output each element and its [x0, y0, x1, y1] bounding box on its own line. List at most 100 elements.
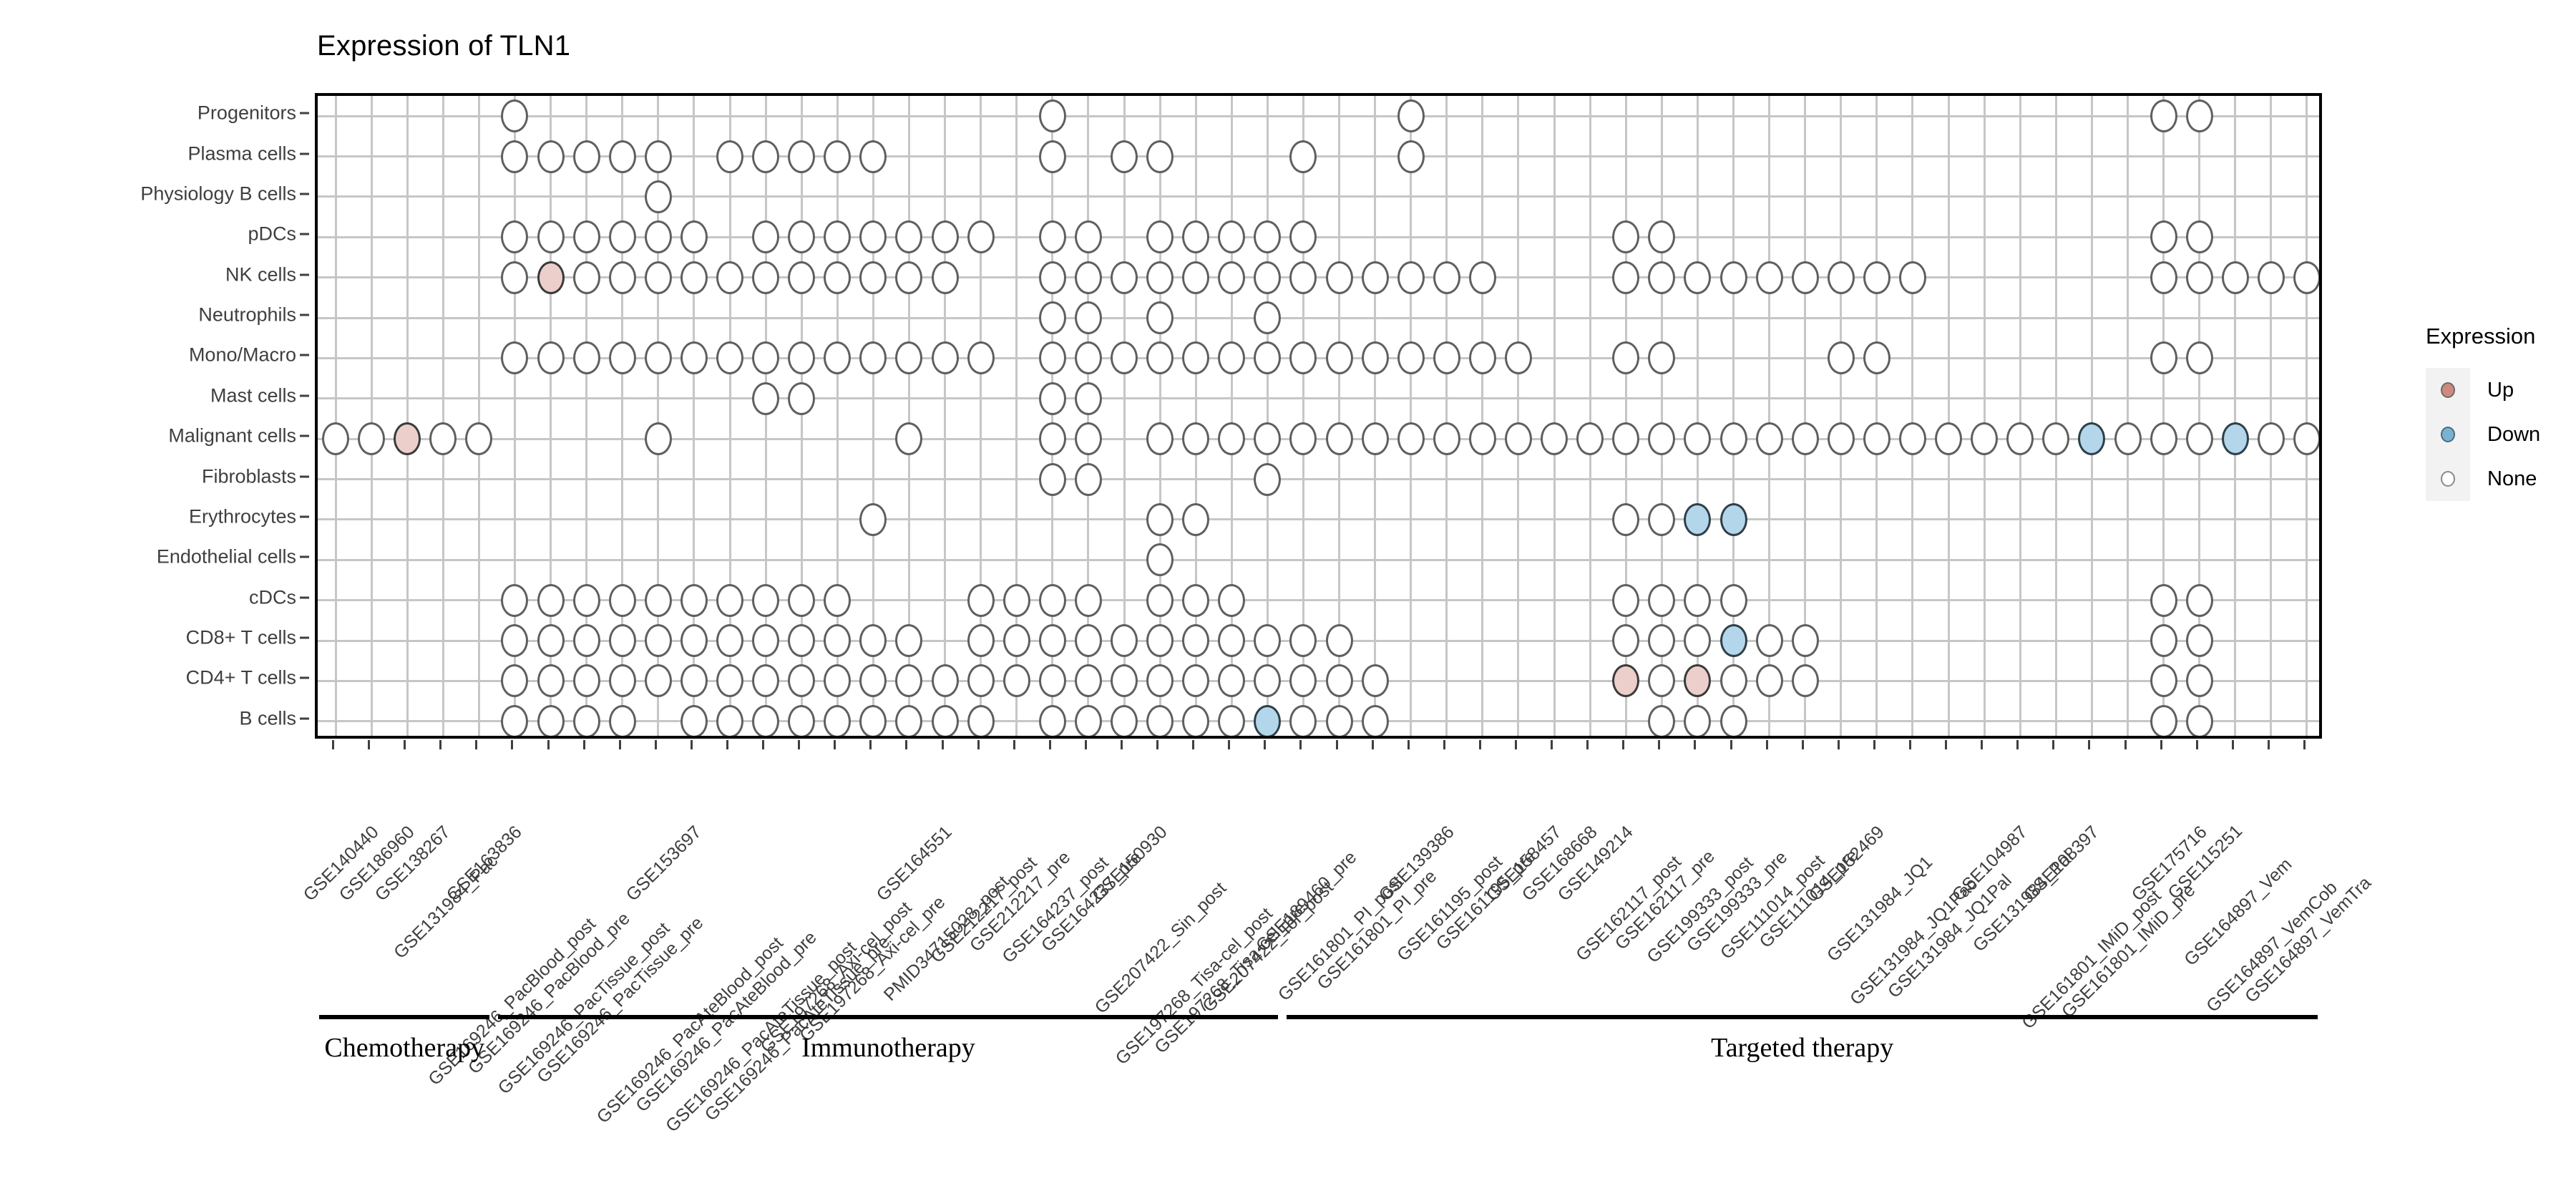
expression-dot[interactable] — [1755, 664, 1783, 698]
expression-dot[interactable] — [1397, 99, 1425, 133]
expression-dot[interactable] — [680, 341, 708, 375]
expression-dot[interactable] — [1146, 502, 1174, 536]
expression-dot[interactable] — [572, 583, 600, 617]
expression-dot[interactable] — [788, 220, 816, 254]
expression-dot[interactable] — [1325, 704, 1353, 736]
expression-dot[interactable] — [1254, 422, 1282, 456]
expression-dot[interactable] — [1074, 583, 1102, 617]
expression-dot[interactable] — [931, 220, 959, 254]
expression-dot[interactable] — [1218, 422, 1246, 456]
expression-dot[interactable] — [644, 220, 672, 254]
expression-dot[interactable] — [1074, 301, 1102, 335]
expression-dot[interactable] — [2078, 422, 2106, 456]
expression-dot[interactable] — [1254, 301, 1282, 335]
expression-dot[interactable] — [2293, 422, 2319, 456]
expression-dot[interactable] — [1325, 422, 1353, 456]
expression-dot[interactable] — [537, 704, 565, 736]
expression-dot[interactable] — [824, 220, 852, 254]
expression-dot[interactable] — [608, 341, 636, 375]
expression-dot[interactable] — [788, 664, 816, 698]
expression-dot[interactable] — [788, 583, 816, 617]
expression-dot[interactable] — [859, 624, 887, 658]
expression-dot[interactable] — [788, 381, 816, 415]
expression-dot[interactable] — [1468, 261, 1496, 294]
expression-dot[interactable] — [644, 422, 672, 456]
expression-dot[interactable] — [788, 140, 816, 173]
expression-dot[interactable] — [931, 341, 959, 375]
expression-dot[interactable] — [2185, 704, 2213, 736]
expression-dot[interactable] — [1397, 422, 1425, 456]
expression-dot[interactable] — [1111, 704, 1138, 736]
expression-dot[interactable] — [429, 422, 457, 456]
expression-dot[interactable] — [1146, 543, 1174, 577]
expression-dot[interactable] — [752, 664, 780, 698]
expression-dot[interactable] — [680, 261, 708, 294]
expression-dot[interactable] — [1361, 422, 1389, 456]
expression-dot[interactable] — [1898, 261, 1926, 294]
expression-dot[interactable] — [1325, 624, 1353, 658]
expression-dot[interactable] — [788, 261, 816, 294]
expression-dot[interactable] — [1002, 624, 1030, 658]
expression-dot[interactable] — [1755, 422, 1783, 456]
expression-dot[interactable] — [1397, 140, 1425, 173]
expression-dot[interactable] — [1612, 664, 1640, 698]
expression-dot[interactable] — [1038, 99, 1066, 133]
expression-dot[interactable] — [2185, 220, 2213, 254]
expression-dot[interactable] — [752, 624, 780, 658]
expression-dot[interactable] — [644, 140, 672, 173]
expression-dot[interactable] — [1146, 220, 1174, 254]
expression-dot[interactable] — [644, 624, 672, 658]
expression-dot[interactable] — [1612, 624, 1640, 658]
expression-dot[interactable] — [1684, 624, 1712, 658]
expression-dot[interactable] — [967, 664, 995, 698]
expression-dot[interactable] — [1791, 422, 1819, 456]
expression-dot[interactable] — [1684, 502, 1712, 536]
expression-dot[interactable] — [1791, 261, 1819, 294]
expression-dot[interactable] — [788, 624, 816, 658]
expression-dot[interactable] — [1612, 422, 1640, 456]
expression-dot[interactable] — [931, 704, 959, 736]
expression-dot[interactable] — [1218, 583, 1246, 617]
expression-dot[interactable] — [967, 583, 995, 617]
expression-dot[interactable] — [1002, 664, 1030, 698]
expression-dot[interactable] — [680, 220, 708, 254]
expression-dot[interactable] — [752, 381, 780, 415]
expression-dot[interactable] — [1361, 261, 1389, 294]
expression-dot[interactable] — [501, 624, 529, 658]
expression-dot[interactable] — [1146, 261, 1174, 294]
expression-dot[interactable] — [716, 583, 744, 617]
expression-dot[interactable] — [608, 624, 636, 658]
expression-dot[interactable] — [1038, 301, 1066, 335]
expression-dot[interactable] — [824, 704, 852, 736]
expression-dot[interactable] — [680, 624, 708, 658]
expression-dot[interactable] — [1074, 664, 1102, 698]
expression-dot[interactable] — [967, 624, 995, 658]
expression-dot[interactable] — [1648, 220, 1676, 254]
expression-dot[interactable] — [752, 583, 780, 617]
expression-dot[interactable] — [2185, 664, 2213, 698]
expression-dot[interactable] — [1182, 220, 1210, 254]
expression-dot[interactable] — [716, 664, 744, 698]
expression-dot[interactable] — [1325, 261, 1353, 294]
expression-dot[interactable] — [1074, 381, 1102, 415]
expression-dot[interactable] — [2006, 422, 2034, 456]
expression-dot[interactable] — [1146, 704, 1174, 736]
expression-dot[interactable] — [501, 704, 529, 736]
expression-dot[interactable] — [1648, 502, 1676, 536]
expression-dot[interactable] — [1361, 704, 1389, 736]
expression-dot[interactable] — [1182, 261, 1210, 294]
expression-dot[interactable] — [1111, 341, 1138, 375]
expression-dot[interactable] — [680, 583, 708, 617]
expression-dot[interactable] — [1038, 261, 1066, 294]
legend-item-down[interactable]: Down — [2426, 412, 2576, 457]
expression-dot[interactable] — [1111, 664, 1138, 698]
expression-dot[interactable] — [1146, 624, 1174, 658]
expression-dot[interactable] — [1182, 502, 1210, 536]
expression-dot[interactable] — [2221, 261, 2249, 294]
expression-dot[interactable] — [1504, 422, 1532, 456]
expression-dot[interactable] — [322, 422, 350, 456]
expression-dot[interactable] — [2185, 261, 2213, 294]
expression-dot[interactable] — [1254, 462, 1282, 496]
expression-dot[interactable] — [824, 140, 852, 173]
expression-dot[interactable] — [2150, 341, 2177, 375]
